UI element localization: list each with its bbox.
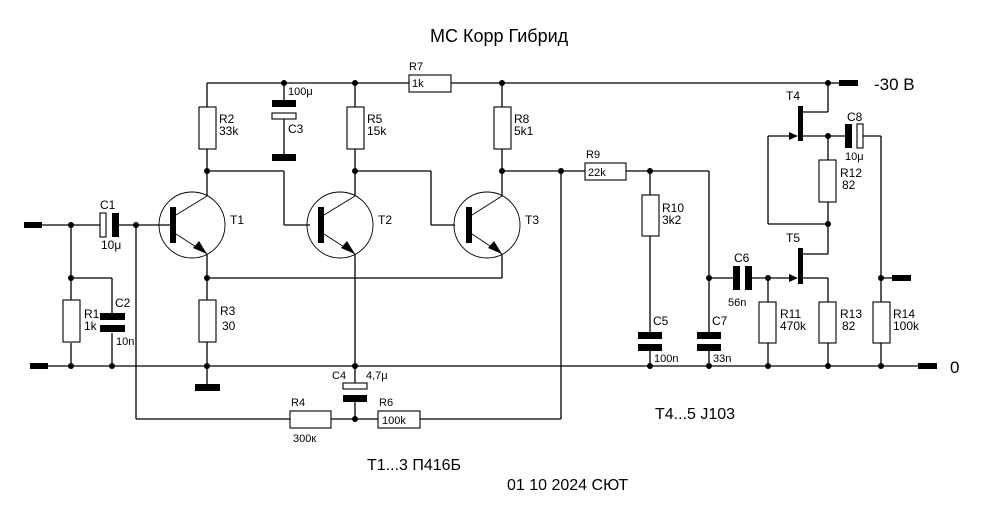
junctions [68,80,884,422]
resistor-r13: R13 82 [818,301,862,344]
r7-value: 1k [412,78,424,90]
ground-label: 0 [950,358,959,377]
ground-terminal-left [30,363,48,369]
capacitor-c2: C2 10n [100,296,134,348]
r9-label: R9 [586,149,600,161]
r2-value: 33k [219,124,239,138]
r8-label: R8 [514,112,530,126]
c6-label: C6 [734,251,750,265]
capacitor-c6: C6 56n [728,251,752,309]
r1-label: R1 [84,307,100,321]
r5-label: R5 [367,112,383,126]
resistor-r14: R14 100k [872,301,920,344]
t3-label: T3 [525,213,539,227]
ground-terminal-right [918,363,937,369]
c4-label: C4 [332,370,346,382]
r8-value: 5k1 [514,124,534,138]
c8-label: C8 [847,110,863,124]
transistor-note-t1-t3: Т1...3 П416Б [367,457,461,474]
r13-value: 82 [842,319,856,333]
supply-terminal [839,80,858,86]
r14-label: R14 [893,307,915,321]
transistor-t2: T2 [306,191,392,259]
r10-value: 3k2 [662,213,682,227]
resistor-r4: R4 300к [289,397,332,445]
resistor-r6: R6 100k [377,397,421,429]
r11-value: 470k [780,319,807,333]
transistor-note-t4-t5: T4...5 J103 [655,406,735,423]
resistor-r7: R7 1k [408,61,452,93]
r12-label: R12 [840,166,862,180]
resistor-r9: R9 22k [584,149,627,181]
c8-value: 10μ [845,151,864,163]
c1-label: C1 [100,198,116,212]
r7-label: R7 [409,61,423,73]
transistor-t5: T5 [786,231,803,284]
t1-label: T1 [230,213,244,227]
resistor-r1: R1 1k [62,299,100,343]
c6-value: 56n [728,297,746,309]
output-terminal [892,275,911,281]
r3-value: 30 [222,319,236,333]
resistor-r11: R11 470k [758,301,807,344]
c3-label: C3 [288,122,304,136]
capacitor-c7: C7 33n [697,314,731,365]
transistor-t3: T3 [453,191,539,259]
c3-value: 100μ [288,86,313,98]
c7-value: 33n [713,353,731,365]
t5-label: T5 [786,231,800,245]
resistor-r5: R5 15k [346,106,387,150]
t4-label: T4 [786,89,800,103]
ground-rail [30,363,937,391]
r9-value: 22k [588,167,606,179]
capacitor-c1: C1 10μ [99,198,121,252]
c2-value: 10n [116,336,134,348]
capacitor-c4: C4 4,7μ [332,370,388,402]
r4-label: R4 [291,397,305,409]
date-note: 01 10 2024 СЮТ [507,477,628,494]
capacitor-c8: C8 10μ [845,110,864,163]
r10-label: R10 [662,201,684,215]
r13-label: R13 [840,307,862,321]
c1-value: 10μ [101,238,121,252]
capacitor-c5: C5 100n [638,314,678,365]
c7-label: C7 [712,314,728,328]
t2-label: T2 [378,213,392,227]
c5-value: 100n [654,353,678,365]
r4-value: 300к [293,433,316,445]
schematic-title: МС Корр Гибрид [430,26,569,46]
supply-voltage-label: -30 В [874,75,915,94]
r5-value: 15k [367,124,387,138]
c2-label: C2 [115,296,131,310]
r2-label: R2 [219,112,235,126]
r14-value: 100k [893,319,920,333]
resistor-r12: R12 82 [818,159,862,203]
r12-value: 82 [842,178,856,192]
ground-terminal-r3 [195,384,220,391]
r11-label: R11 [780,307,801,321]
transistor-t1: T1 [158,191,244,259]
capacitor-c3: 100μ C3 [271,86,313,161]
c5-label: C5 [653,314,669,328]
r6-value: 100k [382,415,406,427]
resistor-r3: R3 30 [198,299,236,343]
transistor-t4: T4 [786,89,803,141]
r6-label: R6 [379,397,393,409]
input-terminal [24,222,42,228]
resistor-r2: R2 33k [198,106,239,150]
resistor-r10: R10 3k2 [641,194,684,237]
c4-value: 4,7μ [366,370,388,382]
r1-value: 1k [84,319,98,333]
r3-label: R3 [220,304,236,318]
resistor-r8: R8 5k1 [493,106,534,150]
